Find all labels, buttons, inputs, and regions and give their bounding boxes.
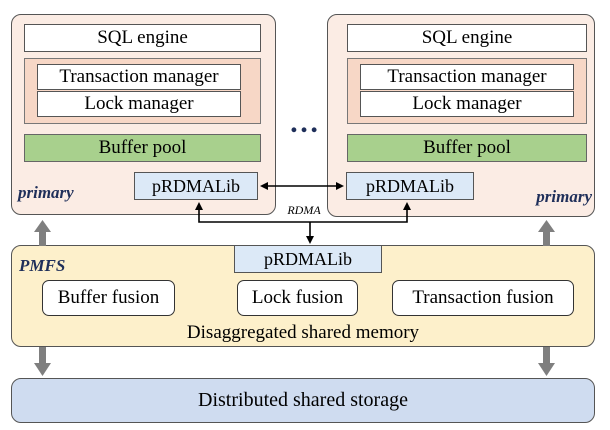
sql-engine-right: SQL engine xyxy=(347,24,587,52)
rdma-lib-pmfs: pRDMALib xyxy=(234,245,382,273)
transaction-manager-left: Transaction manager xyxy=(37,64,241,90)
rdma-lib-right: pRDMALib xyxy=(346,172,474,200)
distributed-storage-box: Distributed shared storage xyxy=(11,378,595,423)
buffer-pool-left: Buffer pool xyxy=(24,134,261,162)
primary-label-left: primary xyxy=(18,183,74,202)
transaction-manager-right: Transaction manager xyxy=(360,64,574,90)
disaggregated-memory-caption: Disaggregated shared memory xyxy=(186,322,420,343)
lock-manager-left: Lock manager xyxy=(37,91,241,117)
more-nodes-ellipsis: … xyxy=(289,106,319,139)
buffer-fusion-box: Buffer fusion xyxy=(42,280,175,316)
rdma-link-left-pmfs xyxy=(195,202,310,223)
gray-arrows xyxy=(34,220,555,376)
buffer-pool-right: Buffer pool xyxy=(347,134,587,162)
transaction-fusion-box: Transaction fusion xyxy=(392,280,574,316)
pmfs-label: PMFS xyxy=(19,256,66,275)
lock-fusion-box: Lock fusion xyxy=(237,280,358,316)
sql-engine-left: SQL engine xyxy=(24,24,261,52)
rdma-lib-left: pRDMALib xyxy=(134,172,258,200)
rdma-link-right-pmfs xyxy=(310,202,411,223)
lock-manager-right: Lock manager xyxy=(360,91,574,117)
primary-label-right: primary xyxy=(536,187,592,206)
rdma-label: RDMA xyxy=(287,202,321,217)
